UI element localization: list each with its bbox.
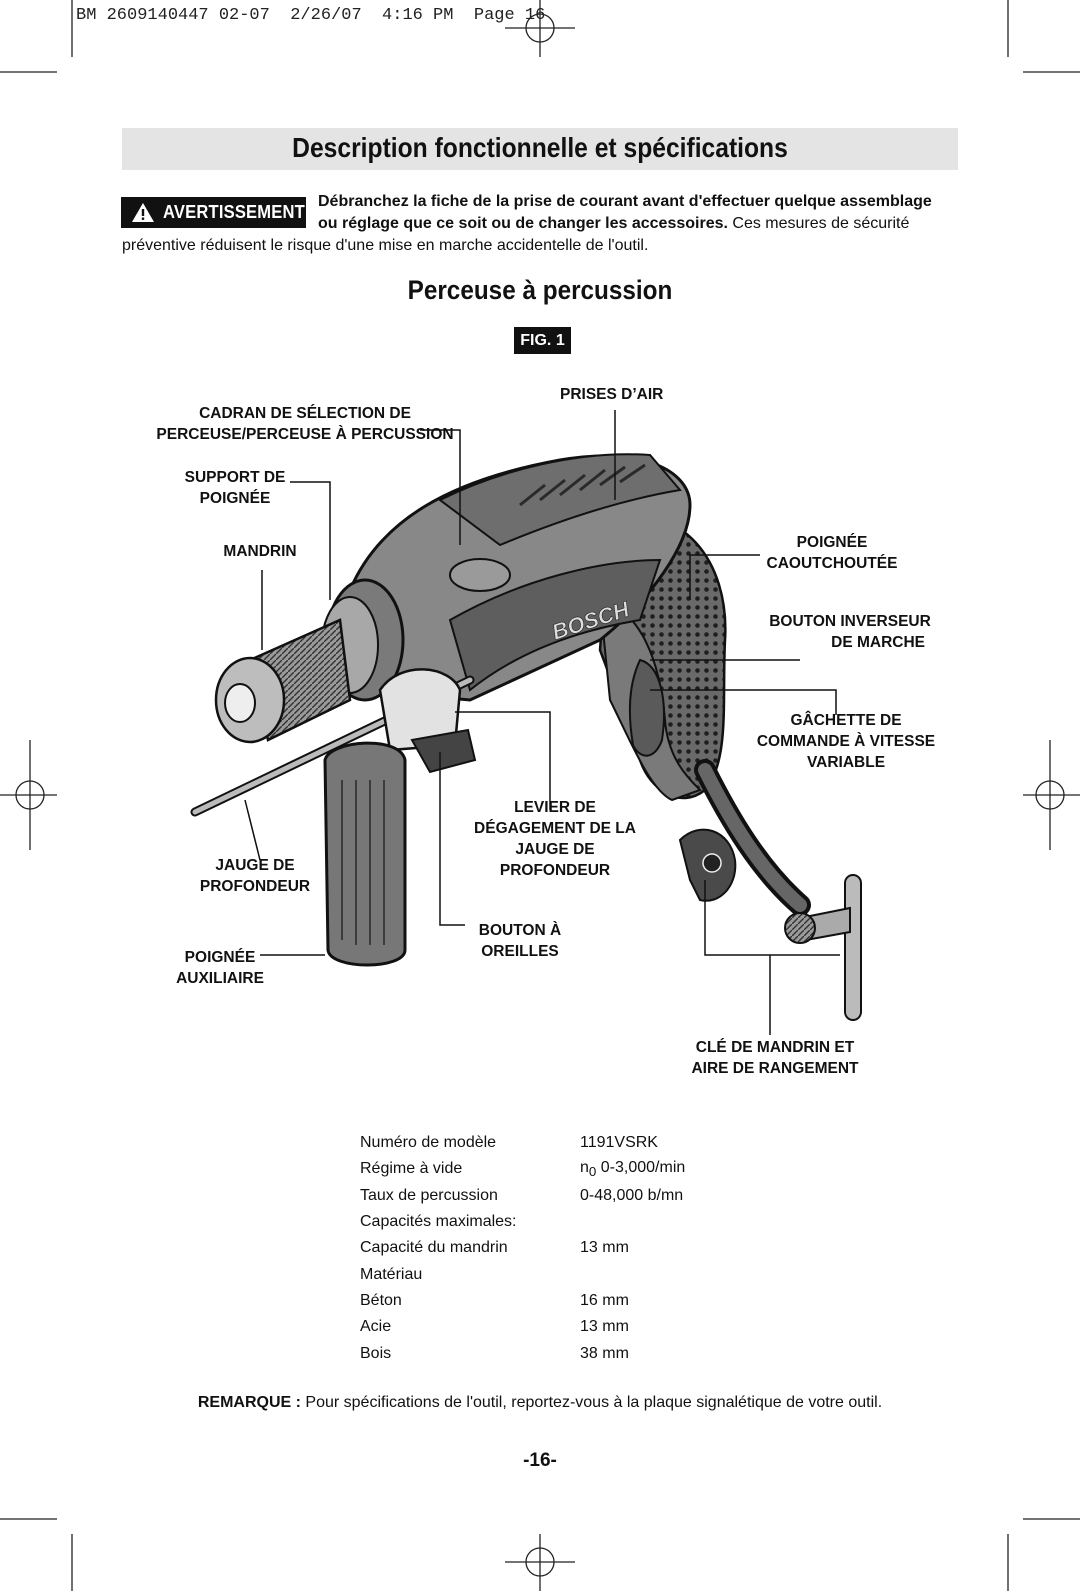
callout-cadran-selection: CADRAN DE SÉLECTION DE PERCEUSE/PERCEUSE… <box>156 405 454 443</box>
callout-gachette: GÂCHETTE DE COMMANDE À VITESSE VARIABLE <box>756 712 936 771</box>
callout-cle-mandrin: CLÉ DE MANDRIN ET AIRE DE RANGEMENT <box>691 1039 859 1077</box>
selector-dial <box>449 558 511 592</box>
registration-target-top <box>505 0 575 57</box>
trigger <box>628 658 665 757</box>
registration-target-right <box>1023 740 1080 850</box>
warning-badge: AVERTISSEMENT <box>121 197 306 228</box>
auxiliary-handle <box>323 741 407 967</box>
callout-jauge-profondeur: JAUGE DE PROFONDEUR <box>199 857 311 895</box>
callout-prises-air: PRISES D’AIR <box>560 386 664 403</box>
registration-target-left <box>0 740 57 850</box>
title-band <box>122 128 958 170</box>
warning-badge-label: AVERTISSEMENT <box>163 202 305 222</box>
callout-poignee-caoutchoutee: POIGNÉE CAOUTCHOUTÉE <box>766 534 898 572</box>
wing-knob <box>410 728 477 774</box>
warning-text-line2: ou réglage que ce soit ou de changer les… <box>318 215 909 233</box>
remark-text: Pour spécifications de l'outil, reportez… <box>300 1394 883 1411</box>
remark-note: REMARQUE : Pour spécifications de l'outi… <box>0 1394 1080 1412</box>
callout-mandrin: MANDRIN <box>223 543 297 560</box>
callout-bouton-inverseur: BOUTON INVERSEUR DE MARCHE <box>769 613 931 651</box>
spec-row: Capacités maximales: <box>360 1213 517 1231</box>
callout-levier-degagement: LEVIER DE DÉGAGEMENT DE LA JAUGE DE PROF… <box>474 799 636 879</box>
warning-text-bold: ou réglage que ce soit ou de changer les… <box>318 215 728 232</box>
warning-text-rest: Ces mesures de sécurité <box>727 215 910 232</box>
warning-triangle-icon <box>132 203 154 222</box>
remark-label: REMARQUE : <box>197 1394 301 1411</box>
section-subtitle: Perceuse à percussion <box>407 275 673 305</box>
figure-badge: FIG. 1 <box>514 327 571 354</box>
registration-target-bottom <box>505 1534 575 1591</box>
warning-text-line3: préventive réduisent le risque d'une mis… <box>122 237 649 254</box>
spec-row: Matériau <box>360 1265 423 1283</box>
callout-bouton-oreilles: BOUTON À OREILLES <box>478 922 562 960</box>
leader-lines <box>244 410 840 1035</box>
callout-support-poignee: SUPPORT DE POIGNÉE <box>184 469 286 507</box>
page-title: Description fonctionnelle et spécificati… <box>292 132 788 163</box>
warning-text-line1: Débranchez la fiche de la prise de coura… <box>318 193 932 210</box>
page-number: -16- <box>523 1450 557 1471</box>
callout-poignee-auxiliaire: POIGNÉE AUXILIAIRE <box>176 949 264 987</box>
chuck-key <box>784 874 862 1021</box>
